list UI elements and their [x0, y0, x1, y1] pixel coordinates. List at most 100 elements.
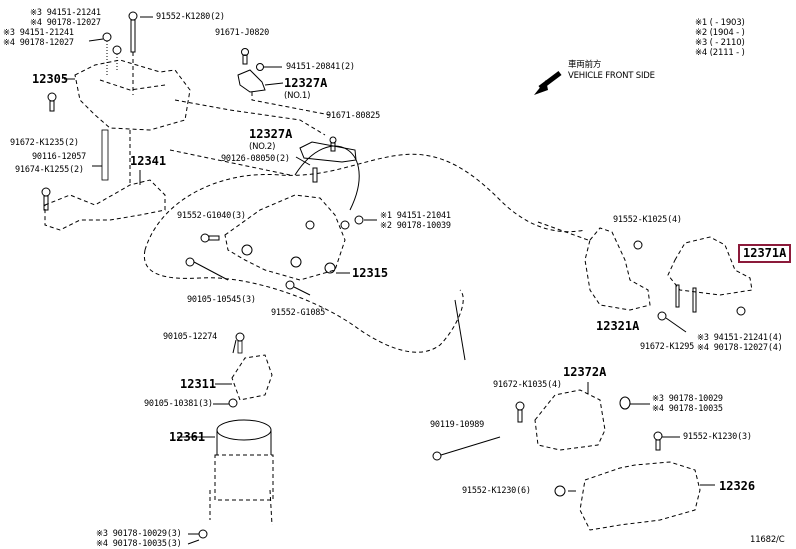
label-94151-21241-c: ※3 94151-21241(4): [697, 333, 783, 343]
stud-90116-12057-icon: [101, 129, 109, 181]
legend-item: ※3 ( - 2110): [695, 38, 745, 48]
legend-mark: ※2: [695, 28, 708, 38]
bracket-12315: [224, 194, 346, 281]
bolt-90105-10381-icon: [228, 398, 238, 408]
label-12326: 12326: [719, 479, 756, 493]
nut-94151-21241-icon: [102, 32, 112, 42]
bolt-91552-K1025-icon: [633, 240, 643, 250]
label-94151-21041: ※1 94151-21041: [380, 211, 451, 221]
legend-item: ※4 (2111 - ): [695, 48, 745, 58]
label-12327A-no2: 12327A: [249, 127, 293, 141]
label-90105-10545: 90105-10545(3): [187, 295, 256, 305]
label-91552-K1280: 91552-K1280(2): [156, 12, 225, 22]
label-91672-K1235: 91672-K1235(2): [10, 138, 79, 148]
legend-mark: ※3: [695, 38, 708, 48]
label-91552-K1230-3: 91552-K1230(3): [683, 432, 752, 442]
bolt-91674-K1255-icon: [41, 187, 51, 211]
bolt-91672-K1235-icon: [47, 92, 57, 112]
label-90116-12057: 90116-12057: [32, 152, 87, 162]
label-90178-12027-b: ※4 90178-12027: [3, 38, 74, 48]
bushing-90178-10029-icon: [619, 396, 631, 410]
label-12341: 12341: [130, 154, 167, 168]
label-94151-21241: ※3 94151-21241: [30, 8, 101, 18]
label-90178-10035: ※4 90178-10035: [652, 404, 723, 414]
engine-outline: [144, 153, 586, 251]
legend-text: (1904 - ): [709, 28, 745, 38]
label-12327A-no2-sub: (NO.2): [249, 142, 276, 152]
bolt-90105-10545-icon: [185, 257, 229, 281]
bolt-91552-K1230-3-icon: [653, 431, 663, 451]
label-12327A-no1-sub: (NO.1): [284, 91, 311, 101]
label-90178-12027: ※4 90178-12027: [30, 18, 101, 28]
bolt-91552-G1085-icon: [285, 280, 311, 296]
label-91671-J0820: 91671-J0820: [215, 28, 270, 38]
leader-lines: [64, 16, 752, 545]
label-94151-21241-b: ※3 94151-21241: [3, 28, 74, 38]
bracket-12341: [44, 179, 166, 231]
label-91674-K1255: 91674-K1255(2): [15, 165, 84, 175]
label-91671-80825: 91671-80825: [326, 111, 381, 121]
bracket-12327A-no2: [299, 141, 357, 163]
nut-94151-21041-icon: [354, 215, 364, 225]
bolt-91552-K1280-icon: [128, 11, 138, 95]
bracket-12311: [231, 354, 273, 401]
bolt-91671-J0820-icon: [241, 48, 249, 65]
label-90178-10029: ※3 90178-10029: [652, 394, 723, 404]
label-90178-10035-b: ※4 90178-10035(3): [96, 539, 182, 549]
label-91552-G1040: 91552-G1040(3): [177, 211, 246, 221]
vehicle-front-label-en: VEHICLE FRONT SIDE: [568, 71, 655, 81]
label-90126-08050: 90126-08050(2): [221, 154, 290, 164]
bolt-90105-12274-icon: [235, 332, 245, 354]
label-94151-20841: 94151-20841(2): [286, 62, 355, 72]
legend-mark: ※1: [695, 18, 708, 28]
label-90105-10381: 90105-10381(3): [144, 399, 213, 409]
label-12327A-no1: 12327A: [284, 76, 328, 90]
nut-90178-10029-b-icon: [198, 529, 208, 539]
bolt-91671-80825-icon: [329, 136, 337, 152]
bolt-91672-K1295-icon: [657, 311, 687, 333]
label-12315: 12315: [352, 266, 389, 280]
figure-id: 11682/C: [750, 535, 785, 545]
legend-item: ※1 ( - 1903): [695, 18, 745, 28]
legend-item: ※2 (1904 - ): [695, 28, 745, 38]
bolt-90119-10989-icon: [432, 436, 501, 461]
bolt-91552-G1040-icon: [200, 233, 220, 243]
label-90178-10029-b: ※3 90178-10029(3): [96, 529, 182, 539]
vehicle-front-label-jp: 車両前方: [568, 60, 602, 70]
label-91552-G1085: 91552-G1085: [271, 308, 326, 318]
legend-text: (2111 - ): [709, 48, 745, 58]
bracket-12321A: [584, 227, 651, 311]
label-90178-12027-c: ※4 90178-12027(4): [697, 343, 783, 353]
bracket-12372A: [534, 389, 606, 451]
label-12371A-highlighted[interactable]: 12371A: [738, 244, 792, 263]
stud-90126-08050-icon: [312, 167, 318, 183]
label-12361: 12361: [169, 430, 206, 444]
label-12311: 12311: [180, 377, 217, 391]
label-91672-K1295: 91672-K1295: [640, 342, 695, 352]
nut-91552-K1230-6-icon: [554, 485, 566, 497]
label-90178-10039: ※2 90178-10039: [380, 221, 451, 231]
bracket-12327A-no1: [237, 69, 266, 93]
bracket-12305: [74, 59, 191, 131]
legend-text: ( - 2110): [709, 38, 745, 48]
label-91672-K1035: 91672-K1035(4): [493, 380, 562, 390]
nut-94151-20841-icon: [256, 63, 264, 71]
label-91552-K1025: 91552-K1025(4): [613, 215, 682, 225]
label-12372A: 12372A: [563, 365, 607, 379]
label-90105-12274: 90105-12274: [163, 332, 218, 342]
nut-top-icon: [112, 45, 122, 55]
label-90119-10989: 90119-10989: [430, 420, 485, 430]
legend-mark: ※4: [695, 48, 708, 58]
legend-text: ( - 1903): [709, 18, 745, 28]
label-12305: 12305: [32, 72, 69, 86]
legend: ※1 ( - 1903) ※2 (1904 - ) ※3 ( - 2110) ※…: [695, 18, 745, 58]
label-91552-K1230-6: 91552-K1230(6): [462, 486, 531, 496]
mount-12361: [209, 419, 274, 526]
engine-outline-lower: [143, 249, 464, 353]
bolt-91672-K1035-icon: [515, 401, 525, 423]
label-12321A: 12321A: [596, 319, 640, 333]
bracket-12326: [579, 461, 701, 531]
nut-94151-21241-c-icon: [736, 306, 746, 316]
